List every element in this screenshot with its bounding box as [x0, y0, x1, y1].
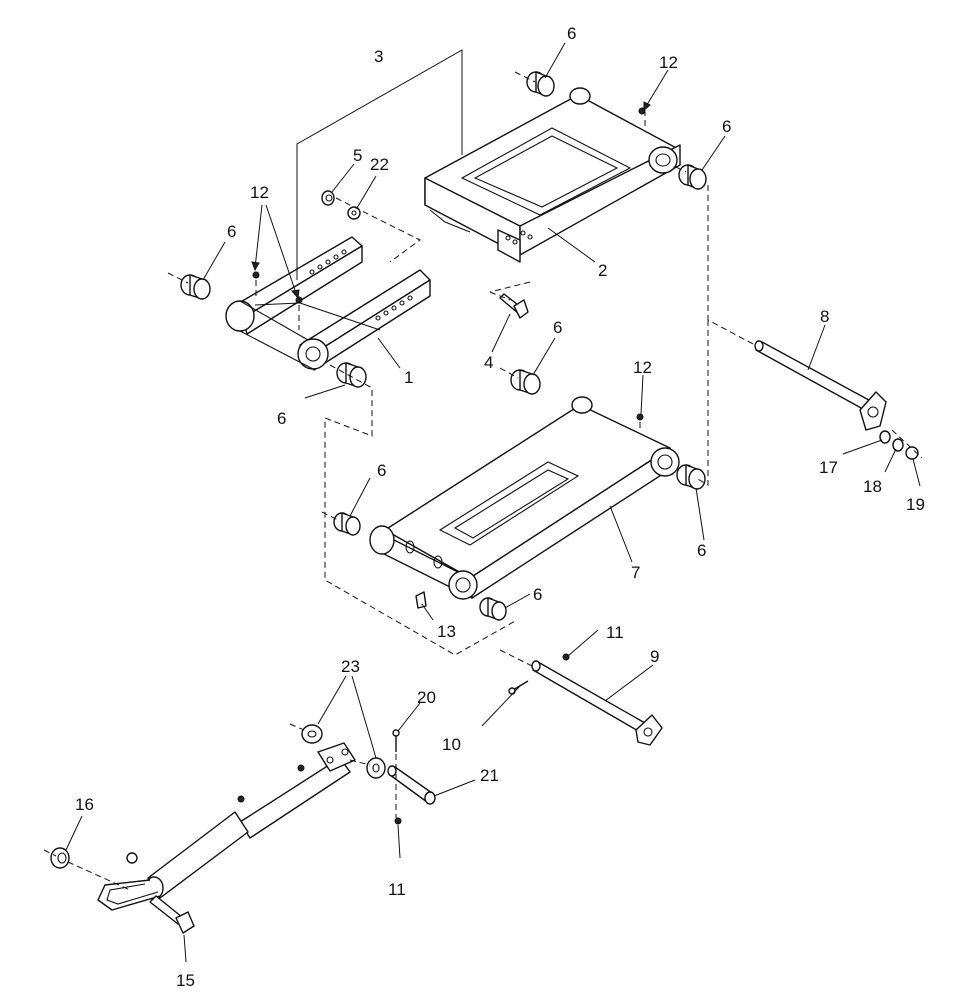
part-19-nut — [905, 446, 919, 460]
part-6-bushing-g — [333, 512, 361, 536]
label-11-a: 11 — [606, 623, 624, 642]
part-2-holes — [505, 230, 533, 245]
label-22: 22 — [370, 155, 389, 174]
part-18-lockwasher — [892, 438, 904, 452]
part-6-bushing-c — [180, 274, 211, 300]
label-20: 20 — [417, 688, 436, 707]
part-6-bushing-a — [526, 71, 555, 97]
label-12-b: 12 — [250, 183, 269, 202]
part-17-washer — [879, 430, 891, 444]
part-21-pin — [387, 765, 436, 805]
part-6-bushing-d — [336, 362, 367, 388]
part-20-pin — [392, 729, 400, 752]
assembly-lines — [43, 71, 923, 891]
label-6-h: 6 — [533, 585, 542, 604]
label-6-a: 6 — [567, 24, 576, 43]
label-11-b: 11 — [388, 880, 406, 899]
label-18: 18 — [863, 477, 882, 496]
label-13: 13 — [437, 622, 456, 641]
cylinder-assembly — [97, 742, 356, 911]
part-2-upper-platform — [424, 87, 681, 263]
label-21: 21 — [480, 766, 499, 785]
label-6-b: 6 — [722, 117, 731, 136]
part-6-bushing-b — [678, 164, 707, 190]
label-6-c: 6 — [227, 222, 236, 241]
label-23: 23 — [341, 657, 360, 676]
part-6-bushing-h — [479, 597, 507, 621]
part-13-fitting — [415, 591, 427, 609]
part-12-grease-fitting-b — [252, 271, 260, 279]
label-3: 3 — [374, 47, 383, 66]
label-7: 7 — [631, 563, 640, 582]
label-6-e: 6 — [553, 318, 562, 337]
callout-labels: 1 2 3 4 5 6 6 6 6 6 6 6 6 7 8 9 10 11 11… — [75, 24, 925, 990]
leader-lines — [65, 42, 921, 963]
label-9: 9 — [650, 647, 659, 666]
part-11-fitting-b — [394, 817, 402, 825]
part-8-pin — [754, 340, 887, 431]
label-6-d: 6 — [277, 409, 286, 428]
label-6-g: 6 — [697, 541, 706, 560]
part-15-bolt — [149, 895, 195, 934]
label-16: 16 — [75, 795, 94, 814]
label-8: 8 — [820, 307, 829, 326]
label-15: 15 — [176, 971, 195, 990]
label-19: 19 — [906, 495, 925, 514]
label-12-c: 12 — [633, 358, 652, 377]
label-1: 1 — [404, 368, 413, 387]
part-16-nut — [50, 847, 70, 869]
part-6-bushing-f — [676, 464, 706, 490]
part-9-pin — [531, 660, 663, 746]
label-6-f: 6 — [377, 461, 386, 480]
part-4-bolt — [499, 293, 529, 319]
part-12-grease-fitting-c — [295, 296, 303, 304]
label-12-a: 12 — [659, 53, 678, 72]
label-17: 17 — [819, 458, 838, 477]
label-5: 5 — [353, 146, 362, 165]
label-4: 4 — [484, 353, 493, 372]
part-1-holes — [309, 249, 413, 321]
label-2: 2 — [598, 261, 607, 280]
part-6-bushing-e — [510, 369, 541, 395]
part-5-nut — [321, 190, 335, 206]
part-11-fitting-a — [562, 653, 570, 661]
label-10: 10 — [442, 735, 461, 754]
part-12-grease-fitting-d — [636, 413, 644, 421]
part-7-lower-platform — [369, 396, 680, 600]
